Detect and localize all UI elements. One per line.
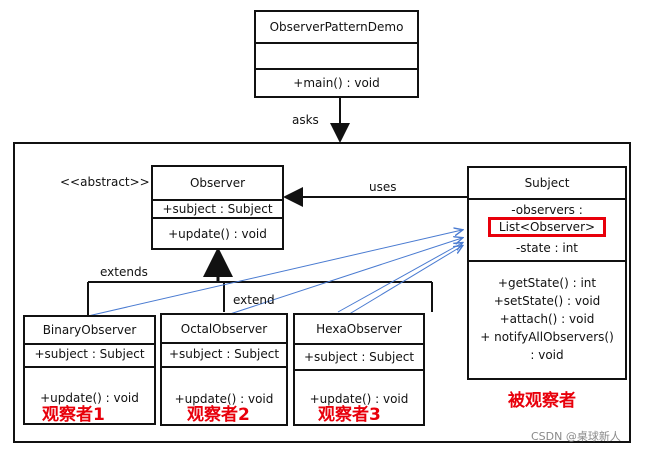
blue-arrow-hexa-1 — [337, 243, 462, 313]
csdn-watermark: CSDN @桌球新人 — [531, 430, 621, 443]
subject-method-attach: +attach() : void — [499, 312, 595, 326]
subject-method-notify-return: : void — [530, 348, 564, 362]
subject-class-name: Subject — [524, 176, 570, 190]
binary-class-name: BinaryObserver — [42, 323, 137, 337]
blue-arrow-hexa-2 — [345, 246, 462, 317]
observer-class: Observer +subject : Subject +update() : … — [151, 165, 284, 250]
octal-observer-caption: 观察者2 — [187, 405, 250, 425]
hexa-observer-caption: 观察者3 — [318, 405, 381, 425]
hexa-class-name: HexaObserver — [316, 322, 402, 336]
demo-main-method: +main() : void — [293, 76, 380, 90]
octal-update-method: +update() : void — [174, 392, 274, 406]
binary-update-method: +update() : void — [40, 391, 139, 405]
subject-method-setstate: +setState() : void — [493, 294, 601, 308]
binary-observer-class: BinaryObserver +subject : Subject +updat… — [23, 315, 156, 425]
blue-arrow-binary — [87, 230, 462, 317]
observer-update-method: +update() : void — [168, 227, 267, 241]
subject-field-state: -state : int — [515, 241, 579, 255]
hexa-observer-class: HexaObserver +subject : Subject +update(… — [293, 313, 425, 426]
subject-caption: 被观察者 — [508, 391, 576, 411]
subject-method-notify: + notifyAllObservers() — [480, 330, 614, 344]
abstract-stereotype: <<abstract>> — [60, 175, 150, 189]
hexa-field: +subject : Subject — [303, 350, 415, 364]
subject-field-observers: -observers : — [511, 203, 583, 217]
subject-class: Subject -observers : List<Observer> -sta… — [467, 166, 627, 380]
observer-field: +subject : Subject — [162, 202, 273, 216]
octal-class-name: OctalObserver — [180, 322, 268, 336]
subject-observers-list-highlight: List<Observer> — [487, 217, 607, 237]
extends-label: extends — [100, 265, 148, 279]
demo-class-name: ObserverPatternDemo — [269, 20, 404, 34]
outer-frame — [13, 142, 631, 443]
subject-method-getstate: +getState() : int — [497, 276, 597, 290]
asks-label: asks — [292, 113, 319, 127]
observer-class-name: Observer — [189, 176, 246, 190]
extend-label: extend — [233, 293, 275, 307]
observer-pattern-demo-class: ObserverPatternDemo +main() : void — [254, 10, 419, 98]
uses-label: uses — [369, 180, 397, 194]
octal-field: +subject : Subject — [168, 347, 280, 361]
binary-observer-caption: 观察者1 — [42, 405, 105, 425]
binary-field: +subject : Subject — [34, 347, 145, 361]
hexa-update-method: +update() : void — [309, 392, 409, 406]
octal-observer-class: OctalObserver +subject : Subject +update… — [160, 313, 288, 426]
blue-arrow-octal — [229, 238, 462, 315]
